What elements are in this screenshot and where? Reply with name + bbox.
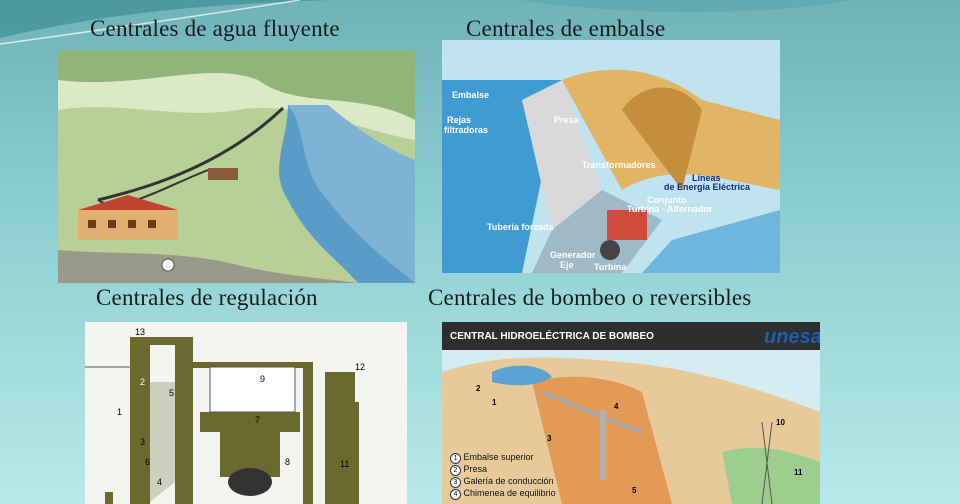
marker-4: 4	[614, 402, 619, 411]
label-rejas: Rejas	[447, 115, 472, 125]
pumped-storage-illustration: CENTRAL HIDROELÉCTRICA DE BOMBEO unesa 1…	[442, 322, 820, 504]
label-tuberia: Tubería forzada	[487, 222, 554, 232]
label-eje: Eje	[560, 260, 574, 270]
reg-num-2: 2	[140, 377, 146, 387]
label-transformadores: Transformadores	[582, 160, 656, 170]
reg-num-8: 8	[285, 457, 291, 467]
legend-item: 3 Galería de conducción	[450, 476, 600, 488]
pumped-title: CENTRAL HIDROELÉCTRICA DE BOMBEO	[450, 331, 654, 342]
marker-2: 2	[476, 384, 481, 393]
legend-num: 3	[450, 477, 461, 488]
legend-num: 1	[450, 453, 461, 464]
marker-1: 1	[492, 398, 497, 407]
pumped-legend: 1 Embalse superior 2 Presa 3 Galería de …	[450, 452, 600, 500]
label-conjunto: Conjunto	[647, 195, 687, 205]
marker-11: 11	[794, 468, 803, 477]
legend-text: Embalse superior	[463, 452, 534, 462]
label-lineas: Líneas	[692, 173, 721, 183]
legend-item: 1 Embalse superior	[450, 452, 600, 464]
label-filtradoras: filtradoras	[444, 125, 489, 135]
reg-num-12: 12	[355, 362, 366, 372]
reg-num-7: 7	[255, 415, 261, 425]
label-energia: de Energía Eléctrica	[664, 182, 751, 192]
header-swoosh	[0, 0, 850, 45]
reg-num-9: 9	[260, 374, 266, 384]
legend-text: Galería de conducción	[463, 476, 554, 486]
legend-item: 2 Presa	[450, 464, 600, 476]
reg-num-1: 1	[117, 407, 123, 417]
reg-num-3: 3	[140, 437, 146, 447]
label-embalse: Embalse	[452, 90, 490, 100]
marker-10: 10	[776, 418, 785, 427]
reservoir-illustration: Embalse Rejas filtradoras Presa Transfor…	[442, 40, 780, 273]
title-pumped: Centrales de bombeo o reversibles	[428, 285, 752, 310]
legend-text: Chimenea de equilibrio	[463, 488, 556, 498]
marker-5: 5	[632, 486, 637, 495]
label-generador: Generador	[550, 250, 596, 260]
reg-num-5: 5	[169, 388, 175, 398]
reg-num-13: 13	[135, 327, 146, 337]
label-turbina-alternador: Turbina - Alternador	[627, 204, 713, 214]
unesa-logo: unesa	[764, 326, 820, 348]
reg-num-6: 6	[145, 457, 151, 467]
marker-3: 3	[547, 434, 552, 443]
reg-num-11: 11	[340, 459, 350, 469]
label-turbina: Turbina	[594, 262, 627, 272]
title-reservoir: Centrales de embalse	[466, 16, 666, 41]
legend-num: 4	[450, 489, 461, 500]
reg-num-4: 4	[157, 477, 163, 487]
legend-text: Presa	[463, 464, 488, 474]
run-of-river-illustration	[58, 50, 415, 283]
regulation-diagram: 13 1 2 3 4 5 6 7 8 9 11 12	[85, 322, 407, 504]
legend-item: 4 Chimenea de equilibrio	[450, 488, 600, 500]
label-presa: Presa	[554, 115, 579, 125]
legend-num: 2	[450, 465, 461, 476]
title-run-of-river: Centrales de agua fluyente	[90, 16, 340, 41]
title-regulation: Centrales de regulación	[96, 285, 318, 310]
